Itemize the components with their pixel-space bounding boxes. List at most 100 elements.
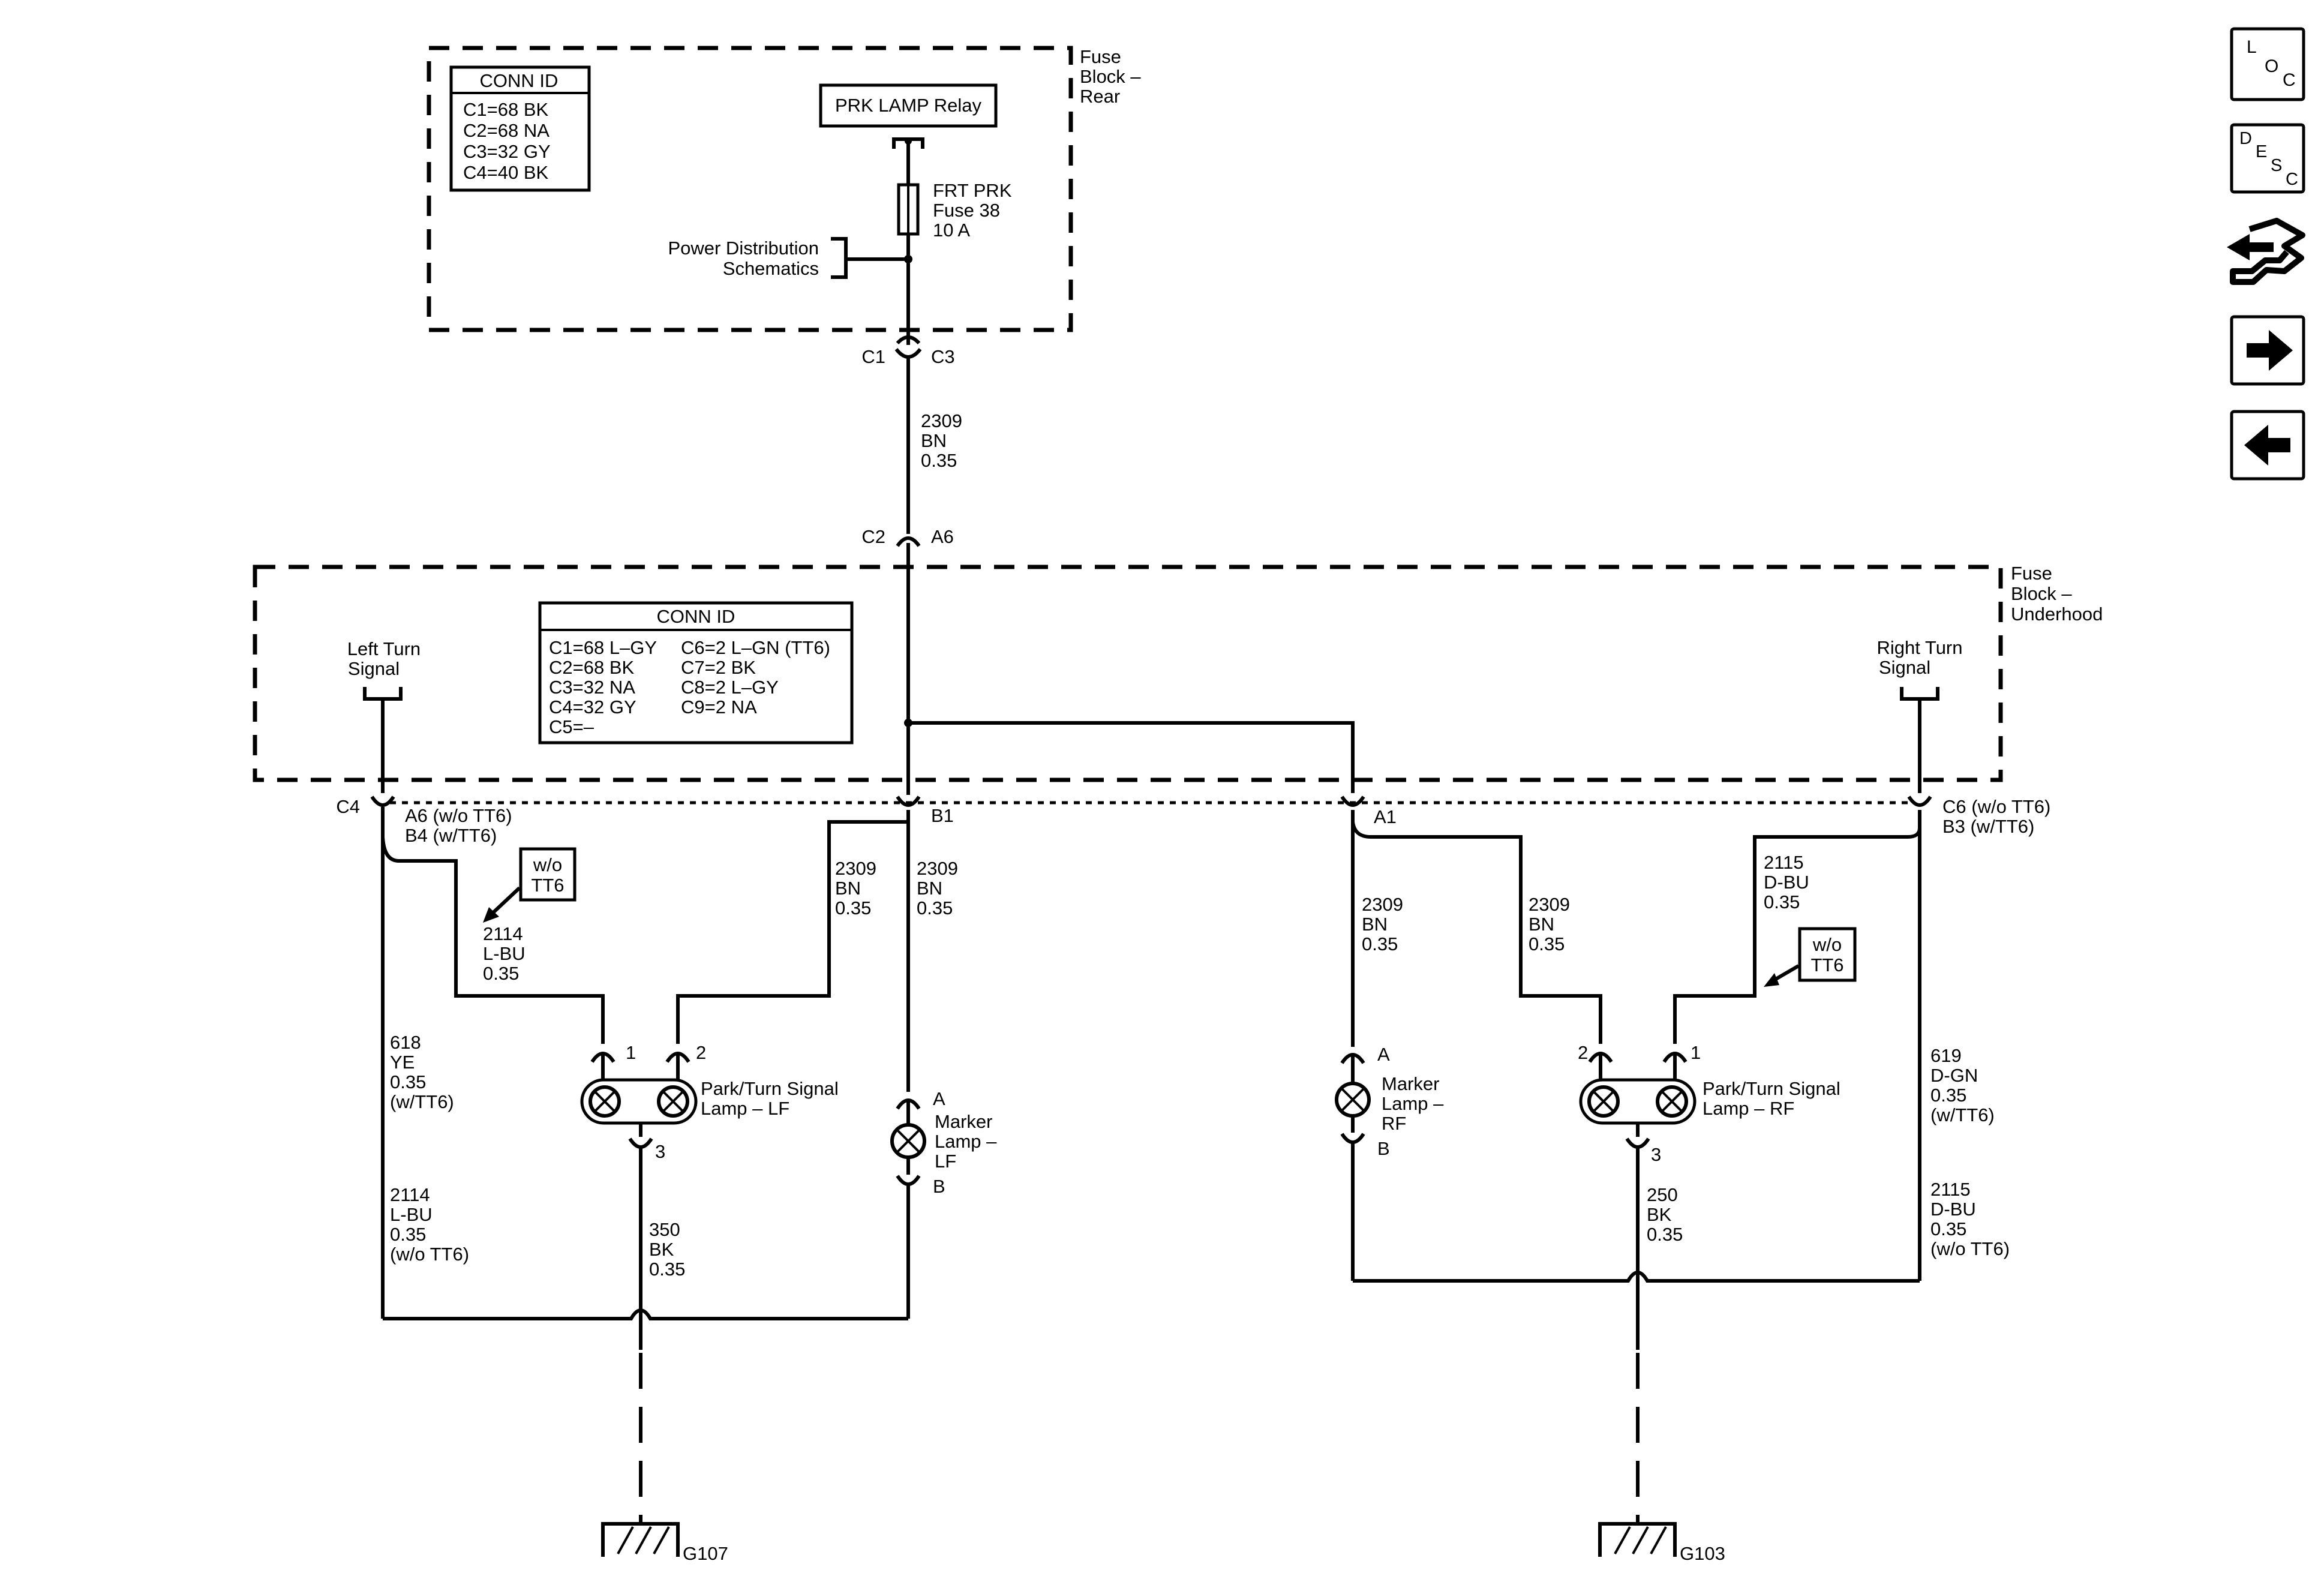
rf-park-pin-2: 2 <box>1578 1042 1588 1063</box>
underhood-conn-id-row: C4=32 GY <box>549 697 636 718</box>
wire-label-left-turn-blue: 2114 L-BU 0.35 <box>483 923 526 984</box>
connector-c1-c3: C1 C3 <box>861 335 955 367</box>
connector-c6: C6 (w/o TT6) B3 (w/TT6) <box>1907 795 2050 837</box>
lf-marker-pin-b: B <box>933 1176 945 1197</box>
wire-gauge: 0.35 <box>917 897 953 918</box>
fuse-block-rear-label-1: Fuse <box>1080 46 1121 67</box>
option-box-text: w/o <box>533 854 562 875</box>
wire-option: (w/TT6) <box>1930 1104 1995 1125</box>
nav-loc-button[interactable]: L O C <box>2230 27 2305 101</box>
lf-marker-lamp: A B Marker Lamp – LF <box>890 1088 997 1197</box>
wire-label-rf-marker-feed: 2309 BN 0.35 <box>1362 894 1403 954</box>
wire-label-lf-park-feed: 2309 BN 0.35 <box>835 858 876 918</box>
desc-letter-s: S <box>2271 156 2282 175</box>
wire-gauge: 0.35 <box>1647 1224 1683 1245</box>
connector-a1-label: A1 <box>1374 806 1397 827</box>
underhood-conn-id-table: CONN ID C1=68 L–GY C2=68 BK C3=32 NA C4=… <box>538 601 854 745</box>
lf-park-pin-1: 1 <box>626 1042 636 1063</box>
lf-marker-label-1: Marker <box>935 1111 992 1132</box>
right-turn-label-1: Right Turn <box>1876 637 1962 658</box>
rf-park-label-1: Park/Turn Signal <box>1703 1078 1840 1099</box>
connector-c2-a6: C2 A6 <box>861 526 954 547</box>
wire-option: (w/o TT6) <box>1930 1238 2010 1259</box>
wire-label-main-feed: 2309 BN 0.35 <box>921 410 962 471</box>
wire-label-left-ground: 350 BK 0.35 <box>649 1219 685 1280</box>
wire-circuit: 2309 <box>1529 894 1570 915</box>
frt-prk-fuse: FRT PRK Fuse 38 10 A <box>897 180 1012 241</box>
connector-b1-label: B1 <box>931 805 954 826</box>
wire-gauge: 0.35 <box>1529 933 1565 954</box>
desc-letter-d: D <box>2239 129 2252 148</box>
wire-option: (w/TT6) <box>390 1091 454 1112</box>
left-turn-signal-source: Left Turn Signal <box>347 638 421 793</box>
nav-desc-button[interactable]: D E S C <box>2230 123 2305 194</box>
underhood-conn-id-row: C3=32 NA <box>549 677 635 698</box>
nav-back-button[interactable] <box>2230 410 2305 481</box>
power-dist-label-1: Power Distribution <box>668 238 819 259</box>
connector-c4-label: C4 <box>336 796 360 817</box>
wire-circuit: 250 <box>1647 1184 1678 1205</box>
wire-circuit: 350 <box>649 1219 680 1240</box>
rf-marker-label-2: Lamp – <box>1382 1093 1444 1114</box>
wire-color: D-GN <box>1930 1065 1978 1086</box>
wire-label-right-green: 619 D-GN 0.35 (w/TT6) <box>1930 1045 1995 1125</box>
left-turn-label-2: Signal <box>348 658 400 679</box>
connector-c3-label: C3 <box>931 346 955 367</box>
fuse-block-underhood-label-2: Block – <box>2011 583 2072 604</box>
connector-c4: C4 A6 (w/o TT6) B4 (w/TT6) <box>336 795 512 846</box>
rear-conn-id-table: CONN ID C1=68 BK C2=68 NA C3=32 GY C4=40… <box>449 65 591 192</box>
wire-circuit: 2309 <box>835 858 876 879</box>
lf-marker-label-3: LF <box>935 1151 956 1172</box>
wire-color: BN <box>835 878 861 899</box>
wire-gauge: 0.35 <box>390 1071 426 1092</box>
connector-c6-label-1: C6 (w/o TT6) <box>1942 796 2050 817</box>
rf-marker-label-1: Marker <box>1382 1073 1439 1094</box>
connector-c2-label: C2 <box>861 526 885 547</box>
option-box-text: TT6 <box>1810 954 1843 975</box>
fuse-block-underhood: Fuse Block – Underhood CONN ID C1=68 L–G… <box>253 563 2103 793</box>
wire-gauge: 0.35 <box>1930 1085 1966 1106</box>
loc-letter-l: L <box>2247 37 2257 57</box>
fuse-block-underhood-boundary <box>253 565 2003 782</box>
rf-marker-pin-b: B <box>1377 1138 1390 1159</box>
underhood-conn-id-row: C9=2 NA <box>681 697 757 718</box>
wire-color: L-BU <box>483 943 526 964</box>
right-turn-signal-source: Right Turn Signal <box>1876 637 1963 793</box>
fuse-block-underhood-label-1: Fuse <box>2011 563 2052 584</box>
nav-forward-button[interactable] <box>2230 315 2305 386</box>
fuse-label-1: FRT PRK <box>933 180 1012 201</box>
wire-label-right-blue-bottom: 2115 D-BU 0.35 (w/o TT6) <box>1930 1179 2010 1259</box>
desc-letter-c: C <box>2286 170 2298 189</box>
wire-color: L-BU <box>390 1204 433 1225</box>
lf-park-pin-3: 3 <box>655 1141 665 1162</box>
underhood-conn-id-row: C6=2 L–GN (TT6) <box>681 637 830 658</box>
wire-color: YE <box>390 1052 415 1073</box>
power-distribution-reference[interactable]: Power Distribution Schematics <box>668 237 908 279</box>
arrow-right-icon <box>2247 330 2293 371</box>
prk-lamp-relay-label: PRK LAMP Relay <box>835 95 982 116</box>
wire-gauge: 0.35 <box>1930 1218 1966 1239</box>
wire-color: D-BU <box>1764 872 1809 893</box>
rf-park-pin-3: 3 <box>1651 1144 1661 1165</box>
connector-b1: B1 <box>896 795 954 826</box>
fuse-label-2: Fuse 38 <box>933 200 1000 221</box>
connector-c4-pin-1: A6 (w/o TT6) <box>405 805 512 826</box>
wire-gauge: 0.35 <box>1362 933 1398 954</box>
wire-circuit: 2309 <box>917 858 958 879</box>
fuse-block-underhood-label-3: Underhood <box>2011 604 2103 625</box>
wire-gauge: 0.35 <box>649 1259 685 1280</box>
underhood-conn-id-row: C1=68 L–GY <box>549 637 657 658</box>
rear-conn-id-row: C3=32 GY <box>463 141 551 162</box>
connector-c6-label-2: B3 (w/TT6) <box>1942 816 2034 837</box>
wire-circuit: 619 <box>1930 1045 1962 1066</box>
loc-letter-o: O <box>2265 56 2278 76</box>
wire-circuit: 2114 <box>390 1184 430 1205</box>
wire-circuit: 2115 <box>1930 1179 1971 1200</box>
wire-label-left-yellow: 618 YE 0.35 (w/TT6) <box>390 1032 454 1112</box>
wire-label-right-turn-blue: 2115 D-BU 0.35 <box>1764 852 1809 912</box>
nav-connector-hand-button[interactable] <box>2227 218 2305 285</box>
rf-park-turn-lamp: 2 1 Park/Turn Signal Lamp – RF 3 <box>1578 1042 1840 1165</box>
rf-marker-lamp: A B Marker Lamp – RF <box>1335 1044 1444 1159</box>
wire-circuit: 2115 <box>1764 852 1804 873</box>
arrow-left-icon <box>2244 425 2290 466</box>
